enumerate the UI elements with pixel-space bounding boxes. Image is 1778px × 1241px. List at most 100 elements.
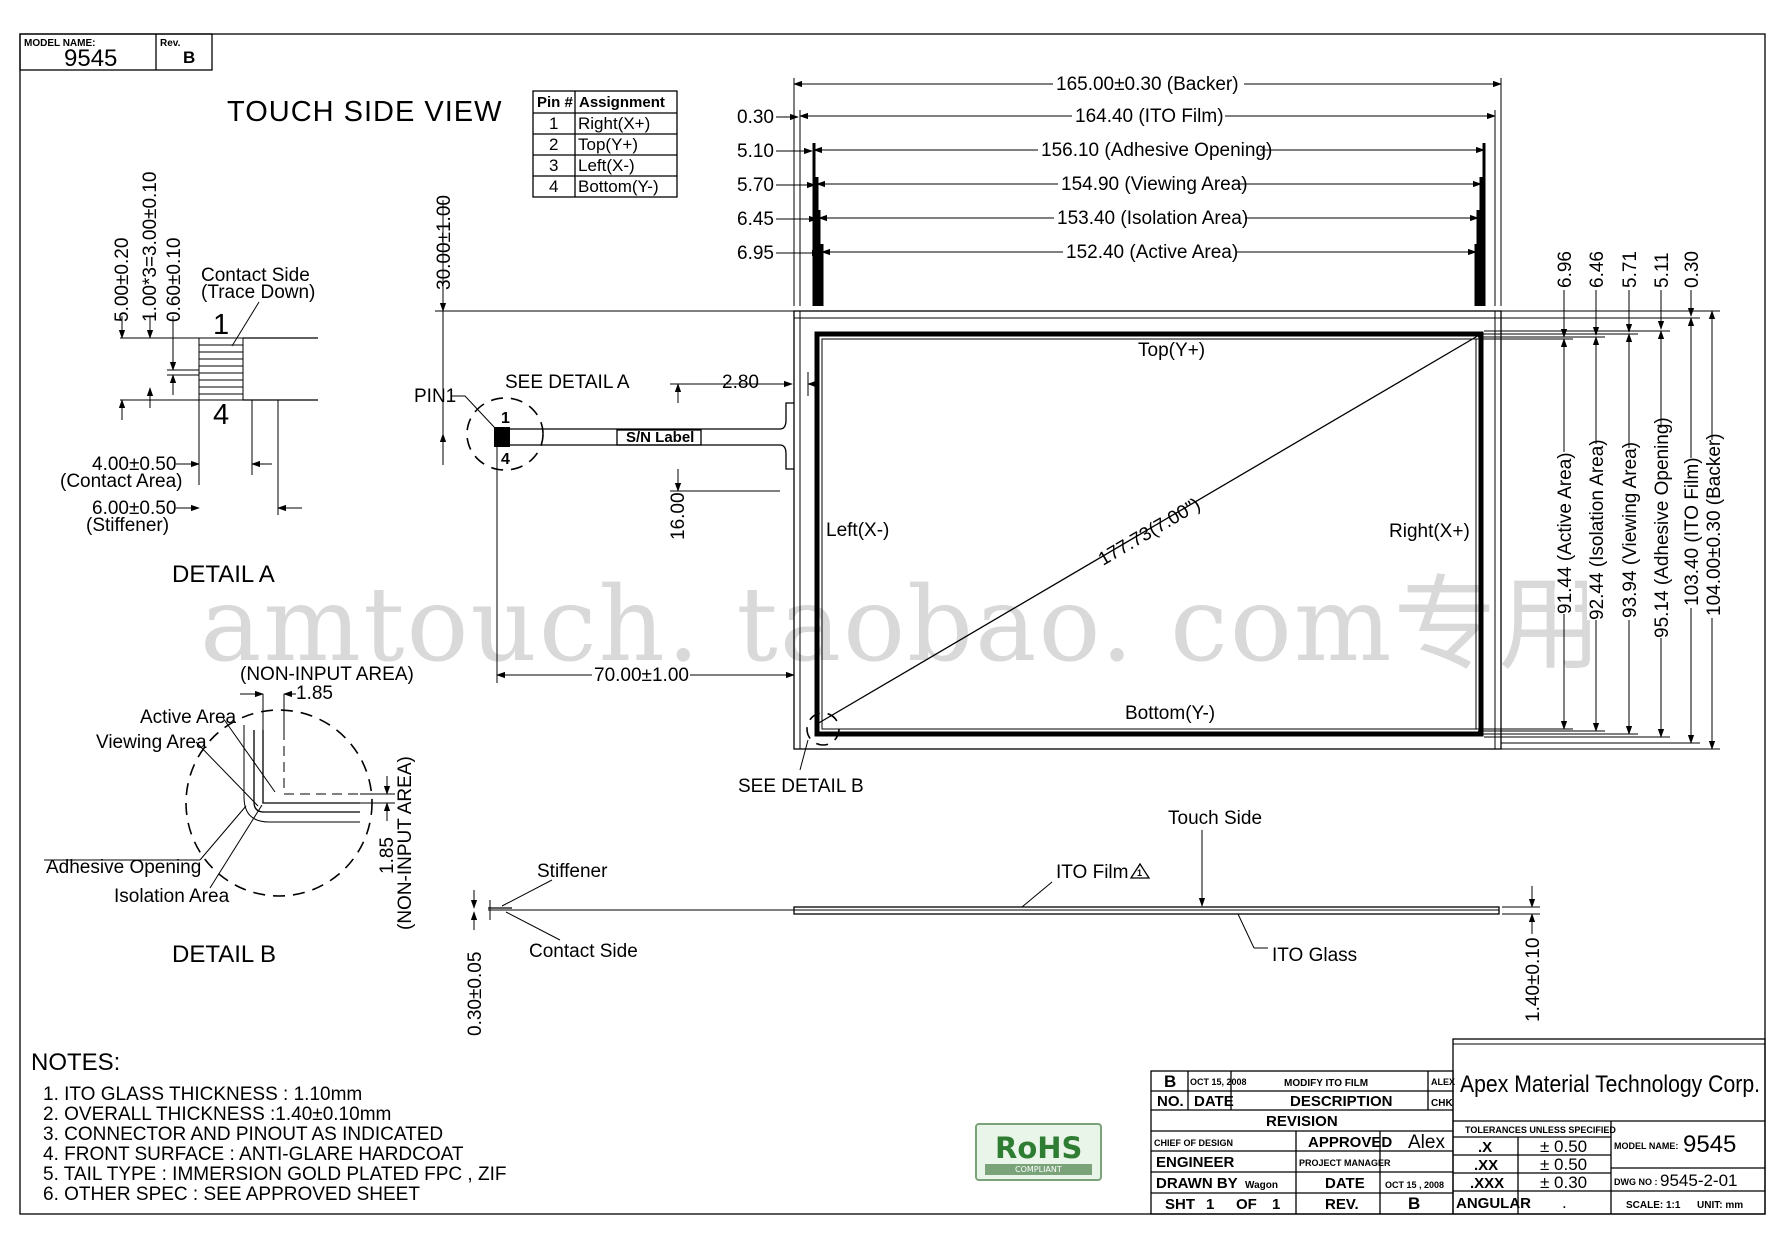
tb-rev-value: B (1408, 1194, 1420, 1213)
top-dim-ito-film: 164.40 (ITO Film) (1075, 106, 1224, 127)
pin-table-head-assign: Assignment (579, 94, 665, 111)
see-detail-b: SEE DETAIL B (738, 776, 864, 797)
header-model-box: MODEL NAME: 9545 Rev. B (19, 33, 213, 72)
side-view-ito-film: ITO Film (1056, 862, 1128, 883)
note-1: 1. ITO GLASS THICKNESS : 1.10mm (43, 1084, 362, 1105)
detail-b-isolation-area: Isolation Area (114, 886, 230, 907)
dim-16-00: 16.00 (668, 492, 689, 540)
side-view-touch-side: Touch Side (1168, 808, 1262, 829)
tb-of-label: OF (1236, 1196, 1257, 1213)
notes-title: NOTES: (31, 1049, 120, 1076)
dim-2-80: 2.80 (722, 372, 759, 393)
top-offset-6-95: 6.95 (737, 243, 774, 264)
side-view-contact-side: Contact Side (529, 941, 638, 962)
right-offset-0-30: 0.30 (1682, 251, 1703, 288)
detail-b-title: DETAIL B (172, 941, 276, 968)
right-offset-6-46: 6.46 (1587, 251, 1608, 288)
active-area-outline (814, 331, 1484, 737)
fpc-tail: S/N Label 1 4 PIN1 SEE DETAIL A SEE DETA… (414, 195, 864, 797)
detail-a-num-4: 4 (213, 399, 230, 431)
tb-rev-row-chk: ALEX (1431, 1077, 1455, 1087)
pin-4-number: 4 (501, 451, 510, 468)
header-model-value: 9545 (64, 45, 117, 72)
right-offset-6-96: 6.96 (1555, 251, 1576, 288)
panel-diagonal-label: 177.73(7.00") (1095, 494, 1204, 570)
detail-b: (NON-INPUT AREA) 1.85 Active Area Viewin… (44, 664, 416, 968)
dim-30-00: 30.00±1.00 (434, 195, 455, 290)
header-model-label: MODEL NAME: (24, 38, 95, 49)
detail-b-non-input-side: (NON-INPUT AREA) (395, 756, 416, 930)
tb-engineer: ENGINEER (1156, 1154, 1235, 1171)
tb-approver: Alex (1408, 1132, 1445, 1153)
tb-approved: APPROVED (1308, 1134, 1392, 1151)
right-dim-isolation-area: 92.44 (Isolation Area) (1587, 439, 1608, 620)
tb-revision: REVISION (1266, 1113, 1338, 1130)
top-offset-6-45: 6.45 (737, 209, 774, 230)
tb-model-value: 9545 (1683, 1131, 1736, 1158)
see-detail-a: SEE DETAIL A (505, 372, 630, 393)
detail-a-dim-5-00: 5.00±0.20 (112, 238, 133, 322)
tb-rev-row-date: OCT 15, 2008 (1190, 1077, 1247, 1087)
top-dimensions: 165.00±0.30 (Backer) 164.40 (ITO Film) 1… (737, 74, 1502, 306)
panel-label-bottom: Bottom(Y-) (1125, 703, 1215, 724)
tb-head-desc: DESCRIPTION (1290, 1093, 1393, 1110)
tb-head-no: NO. (1157, 1093, 1184, 1110)
right-dimensions: 91.44 (Active Area) 92.44 (Isolation Are… (1476, 251, 1725, 750)
detail-a-num-1: 1 (213, 309, 230, 341)
note-6: 6. OTHER SPEC : SEE APPROVED SHEET (43, 1184, 420, 1205)
rohs-logo-main: RoHS (995, 1131, 1082, 1165)
side-view-stiffener: Stiffener (537, 861, 608, 882)
tb-tol-angular-value: . (1562, 1193, 1567, 1212)
tb-tol-xxx-value: ± 0.30 (1540, 1173, 1587, 1192)
pin-contact-block (494, 427, 510, 447)
pin-table-row-3-assign: Left(X-) (578, 156, 635, 175)
detail-a-dim-1-00x3: 1.00*3=3.00±0.10 (140, 172, 161, 322)
tb-dwg-value: 9545-2-01 (1660, 1171, 1738, 1190)
tb-sheet-number: 1 (1206, 1196, 1214, 1213)
header-rev-value: B (183, 48, 195, 67)
detail-a-circle (466, 397, 544, 471)
pin-table-row-4-pin: 4 (549, 177, 558, 196)
dim-70-00: 70.00±1.00 (594, 665, 689, 686)
detail-b-active-corner (283, 730, 360, 795)
tb-dwg-label: DWG NO : (1614, 1177, 1658, 1187)
pin-table: Pin # Assignment 1 Right(X+) 2 Top(Y+) 3… (532, 90, 678, 198)
tb-date-value: OCT 15 , 2008 (1385, 1180, 1444, 1190)
tb-scale: SCALE: 1:1 (1626, 1200, 1681, 1211)
tb-model-label: MODEL NAME: (1614, 1141, 1678, 1151)
side-view-dim-1-40: 1.40±0.10 (1523, 938, 1544, 1022)
detail-b-viewing-corner (253, 730, 360, 813)
tb-tol-x-value: ± 0.50 (1540, 1137, 1587, 1156)
detail-b-viewing-area: Viewing Area (96, 732, 207, 753)
right-dim-adhesive-opening: 95.14 (Adhesive Opening) (1652, 417, 1673, 638)
detail-a-trace-down: (Trace Down) (201, 282, 315, 303)
detail-a-contact-label: (Contact Area) (60, 471, 183, 492)
side-view: Touch Side Stiffener ITO Film 1 Contact … (465, 808, 1544, 1036)
right-dim-backer: 104.00±0.30 (Backer) (1704, 433, 1725, 616)
tb-drawer: Wagon (1245, 1180, 1278, 1191)
notes: NOTES: 1. ITO GLASS THICKNESS : 1.10mm 2… (31, 1049, 506, 1205)
pin-table-row-3-pin: 3 (549, 156, 558, 175)
detail-a-contact-side: Contact Side (201, 265, 310, 286)
pin-table-row-1-pin: 1 (549, 114, 558, 133)
tb-rev-row-rev: B (1164, 1072, 1176, 1091)
isolation-area-outline (821, 338, 1477, 730)
watermark: amtouch. taobao. com专用 (200, 565, 1604, 685)
top-offset-5-70: 5.70 (737, 175, 774, 196)
panel-diagonal (816, 333, 1482, 725)
right-dim-viewing-area: 93.94 (Viewing Area) (1620, 442, 1641, 618)
top-dim-viewing-area: 154.90 (Viewing Area) (1061, 174, 1248, 195)
detail-a-contact-block (198, 337, 244, 401)
note-3: 3. CONNECTOR AND PINOUT AS INDICATED (43, 1124, 443, 1145)
detail-b-adhesive-opening: Adhesive Opening (46, 857, 201, 878)
note-4: 4. FRONT SURFACE : ANTI-GLARE HARDCOAT (43, 1144, 464, 1165)
tb-tolerances-head: TOLERANCES UNLESS SPECIFIED (1465, 1125, 1616, 1135)
pin-table-row-4-assign: Bottom(Y-) (578, 177, 659, 196)
tb-company: Apex Material Technology Corp. (1460, 1071, 1760, 1098)
side-view-ito-glass-label: ITO Glass (1272, 945, 1357, 966)
top-dim-backer: 165.00±0.30 (Backer) (1056, 74, 1239, 95)
tb-project-manager: PROJECT MANAGER (1299, 1158, 1391, 1168)
top-dim-adhesive-opening: 156.10 (Adhesive Opening) (1041, 140, 1272, 161)
view-title: TOUCH SIDE VIEW (227, 96, 503, 128)
